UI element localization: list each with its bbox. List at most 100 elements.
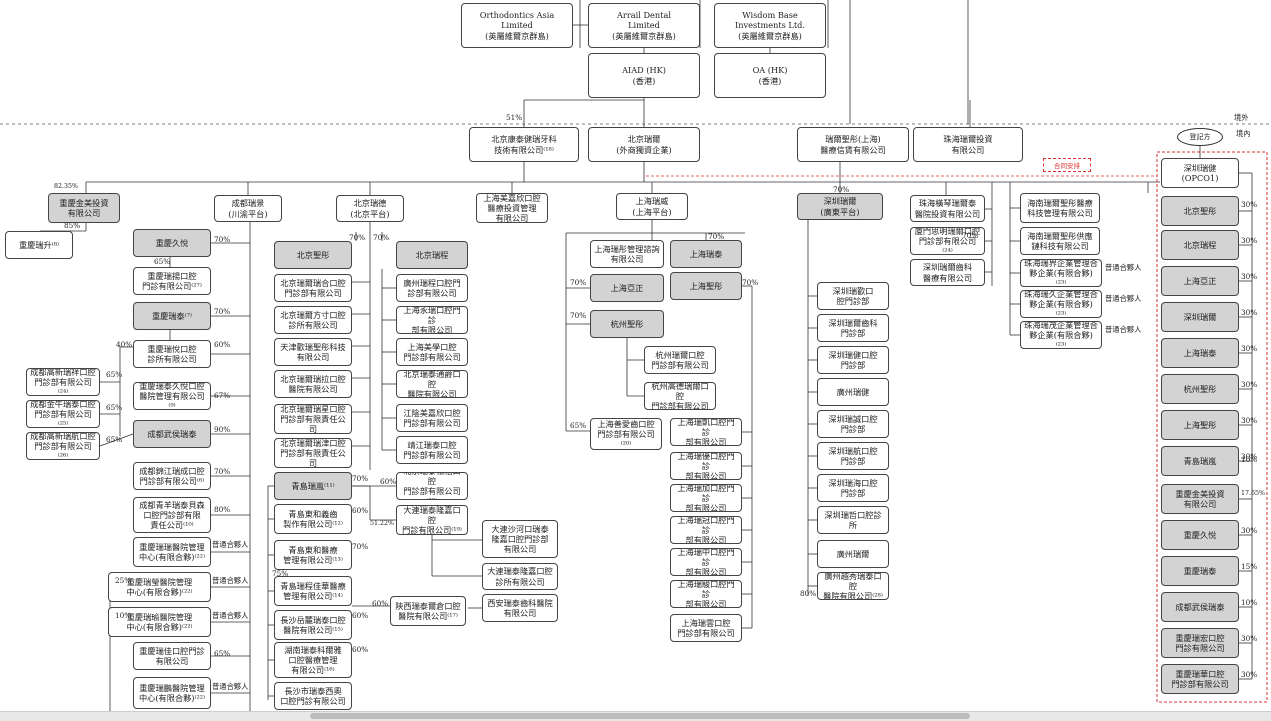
entity-box-cqyg3: 重慶瑞瑜醫院管理 中心(有限合夥)⁽²²⁾ [108,607,211,637]
entity-box-zhrl: 珠海瑞爾投資 有限公司 [913,127,1023,162]
entity-box-g3: 深圳瑞健口腔 門診部 [817,346,889,374]
entity-box-shyz: 上海亞正 [590,274,664,302]
entity-box-bjrt: 北京瑞德 (北京平台) [336,195,404,222]
entity-box-cdnf: 成都金牛瑞泰口腔 門診部有限公司⁽²⁵⁾ [26,400,100,428]
entity-box-q6: 長沙市瑞泰西奧 口腔門診有限公司 [274,682,352,710]
entity-box-cqrl: 重慶瑞揚口腔 門診有限公司⁽²⁷⁾ [133,267,211,295]
percentage-label: 51.22% [370,520,395,527]
entity-box-q4: 長沙岳麓瑞泰口腔 醫院有限公司⁽¹⁵⁾ [274,610,352,640]
percentage-label: 60% [352,506,369,515]
entity-box-b4: 北京瑞爾瑞拉口腔 醫院有限公司 [274,370,352,398]
percentage-label: 30% [1241,416,1258,425]
percentage-label: 65% [570,421,587,430]
entity-box-g4: 廣州瑞健 [817,378,889,406]
entity-box-wisdom: Wisdom Base Investments Ltd. (英屬維爾京群島) [714,3,826,48]
connector-line [99,433,134,447]
entity-box-cdwh: 成都武侯瑞泰 [133,420,211,448]
percentage-label: 90% [214,425,231,434]
entity-box-g7: 深圳瑞海口腔 門診部 [817,474,889,502]
entity-box-cqrr: 重慶瑞泰久悅口腔 醫院管理有限公司⁽⁹⁾ [133,382,211,410]
percentage-label: 25% [115,576,132,585]
percentage-label: 60% [214,340,231,349]
percentage-label: 70% [962,231,979,240]
entity-box-cdrh: 成都高新瑞航口腔 門診部有限公司⁽²⁶⁾ [26,432,100,460]
entity-box-cdzr: 成都高新瑞祥口腔 門診部有限公司⁽²⁴⁾ [26,368,100,396]
entity-box-b2: 北京瑞爾方寸口腔 診所有限公司 [274,306,352,334]
percentage-label: 30% [1241,344,1258,353]
entity-box-r5: 江陰美嘉欣口腔 門診部有限公司 [396,404,468,432]
entity-box-o5: 上海瑞泰 [1161,338,1239,368]
percentage-label: 60% [372,599,389,608]
entity-box-shsd: 上海聖彤 [670,272,742,300]
percentage-label: 67% [214,391,231,400]
entity-box-cqrt: 重慶瑞泰⁽⁷⁾ [133,302,211,330]
percentage-label: 普通合夥人 [212,576,249,585]
percentage-label: 70% [833,185,850,194]
entity-box-p3: 上海瑞加口腔門診 部有限公司 [670,484,742,512]
percentage-label: 15% [1241,562,1258,571]
entity-box-shrw: 上海瑞威 (上海平台) [616,193,688,220]
entity-box-r1: 廣州瑞程口腔門 診部有限公司 [396,274,468,302]
entity-box-r6: 靖江瑞泰口腔 門診部有限公司 [396,436,468,464]
entity-box-r4: 北京瑞泰通爵口腔 醫院有限公司 [396,370,468,398]
percentage-label: 10% [1241,455,1258,464]
entity-box-cqyg: 重慶瑞瑞醫院管理 中心(有限合夥)⁽²²⁾ [133,537,211,567]
contract-arrangement-tag: 合同安排 [1043,158,1091,172]
entity-box-o2: 北京瑞程 [1161,230,1239,260]
horizontal-scrollbar[interactable] [0,711,1271,721]
entity-box-h1: 杭州瑞爾口腔 門診部有限公司 [644,346,716,374]
entity-box-o13: 重慶瑞宏口腔 門診有限公司 [1161,628,1239,658]
percentage-label: 70% [349,233,366,242]
percentage-label: 普通合夥人 [212,540,249,549]
scrollbar-thumb[interactable] [310,713,970,719]
entity-box-kangtai: 北京康泰健瑞牙科 技術有限公司⁽¹⁸⁾ [469,127,579,162]
entity-box-g2: 深圳瑞爾齒科 門診部 [817,314,889,342]
percentage-label: 30% [1241,272,1258,281]
entity-box-cqyg4: 重慶瑞鵬醫院管理 中心(有限合夥)⁽²²⁾ [133,677,211,709]
entity-box-zhyl: 珠海橫琴瑞爾泰 醫院投資有限公司 [910,195,985,222]
percentage-label: 70% [214,467,231,476]
percentage-label: 70% [214,235,231,244]
percentage-label: 75% [272,569,289,578]
entity-box-g6: 深圳瑞航口腔 門診部 [817,442,889,470]
percentage-label: 10% [1241,598,1258,607]
entity-box-oahk: OA (HK) (香港) [714,53,826,98]
entity-box-cqyg2: 重慶瑞瑩醫院管理 中心(有限合夥)⁽²²⁾ [108,572,211,602]
percentage-label: 30% [1241,200,1258,209]
entity-box-g10: 廣州越秀瑞泰口腔 醫院有限公司⁽²⁸⁾ [817,572,889,600]
entity-box-shsa: 上海善愛齒口腔 門診部有限公司⁽²⁰⁾ [590,418,662,450]
percentage-label: 70% [570,278,587,287]
entity-box-s1: 上海瑞彤管理諮詢 有限公司 [590,240,664,268]
entity-box-o7: 上海聖彤 [1161,410,1239,440]
percentage-label: 80% [800,589,817,598]
entity-box-dlrt: 大連瑞泰隆嘉口腔 門診有限公司⁽¹⁹⁾ [396,505,468,535]
entity-box-b3: 天津歡瑞聖彤科技 有限公司 [274,338,352,366]
percentage-label: 65% [106,403,123,412]
entity-box-cqjm: 重慶金美投資 有限公司 [48,193,120,223]
entity-box-bjrm: 北京瑞泰松柏口腔 門診部有限公司⁽¹⁸⁾ [396,472,468,500]
percentage-label: 70% [352,474,369,483]
entity-box-cqrj: 重慶瑞佳口腔門診 有限公司 [133,642,211,670]
percentage-label: 80% [214,505,231,514]
entity-box-r3: 上海美學口腔 門診部有限公司 [396,338,468,366]
entity-box-p4: 上海瑞冠口腔門診 部有限公司 [670,516,742,544]
entity-box-bjrc: 北京瑞程 [396,241,468,269]
entity-box-hnrl2: 海南瑞爾聖彤供應 鏈科技有限公司 [1020,227,1100,255]
entity-box-xa: 西安瑞泰齒科醫院 有限公司 [482,594,558,622]
entity-box-hnrl1: 海南瑞爾聖彤醫療 科技管理有限公司 [1020,193,1100,223]
entity-box-p7: 上海瑞雲口腔 門診部有限公司 [670,614,742,642]
percentage-label: 境內 [1236,129,1251,138]
percentage-label: 10% [115,611,132,620]
entity-box-cdjj: 成都錦江瑞成口腔 門診部有限公司⁽⁶⁾ [133,462,211,490]
entity-box-p2: 上海瑞優口腔門診 部有限公司 [670,452,742,480]
percentage-label: 30% [1241,236,1258,245]
entity-box-p6: 上海瑞駿口腔門診 部有限公司 [670,580,742,608]
percentage-label: 65% [106,370,123,379]
percentage-label: 60% [380,477,397,486]
percentage-label: 30% [1241,526,1258,535]
percentage-label: 70% [373,233,390,242]
entity-box-dl2: 大連瑞泰隆嘉口腔 診所有限公司 [482,563,558,590]
entity-box-xmrl: 廈門思明瑞爾口腔 門診部有限公司⁽²⁴⁾ [910,227,985,255]
entity-box-q1: 青島東和義齒 製作有限公司⁽¹²⁾ [274,504,352,534]
